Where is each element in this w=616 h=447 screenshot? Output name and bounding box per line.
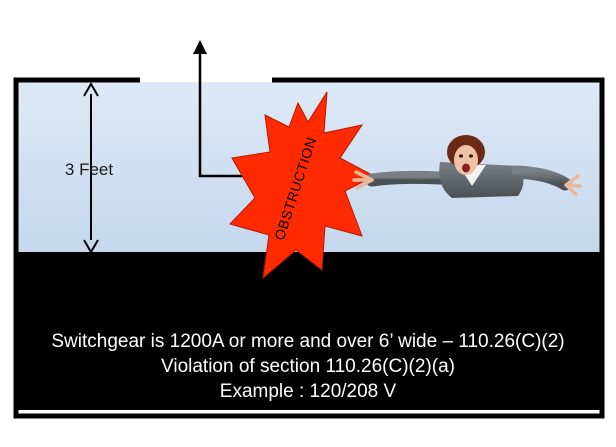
starburst-icon — [229, 91, 376, 280]
up-arrow-icon — [193, 40, 207, 54]
height-label: 3 Feet — [65, 160, 113, 179]
caption-line-2: Violation of section 110.26(C)(2)(a) — [161, 356, 455, 377]
double-headed-arrow-icon — [83, 82, 99, 97]
caption-line-3: Example : 120/208 V — [219, 381, 397, 402]
enclosure-outline — [13, 77, 605, 419]
double-headed-arrow-icon — [83, 239, 99, 254]
exit-path-line — [198, 52, 258, 178]
caption-line-1: Switchgear is 1200A or more and over 6’ … — [51, 331, 565, 352]
person-figure — [352, 135, 582, 198]
switchgear-body — [17, 252, 601, 410]
